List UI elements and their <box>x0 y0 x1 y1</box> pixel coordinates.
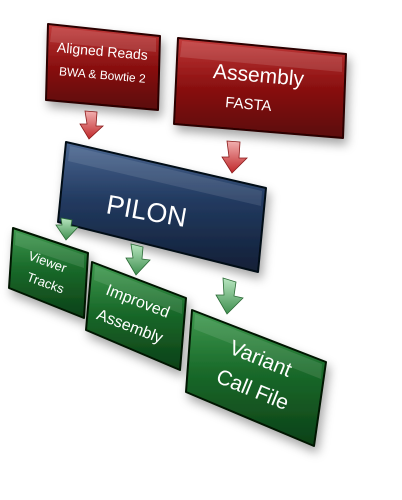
arrow-pilon-to-improved-assembly <box>125 243 151 276</box>
arrow-pilon-to-viewer-tracks <box>55 217 79 241</box>
arrow-assembly-to-pilon <box>221 140 248 174</box>
aligned-reads-label: Aligned Reads <box>56 39 148 63</box>
viewer-tracks-box <box>8 227 89 319</box>
arrow-pilon-to-variant-call-file <box>215 277 244 315</box>
variant-call-file-box <box>185 309 327 447</box>
assembly-format-label: FASTA <box>225 94 273 115</box>
assembly-box <box>173 37 347 139</box>
aligned-reads-box <box>45 23 161 111</box>
pilon-box <box>57 141 267 273</box>
improved-assembly-box <box>85 261 187 371</box>
arrow-aligned-reads-to-pilon <box>79 110 105 140</box>
